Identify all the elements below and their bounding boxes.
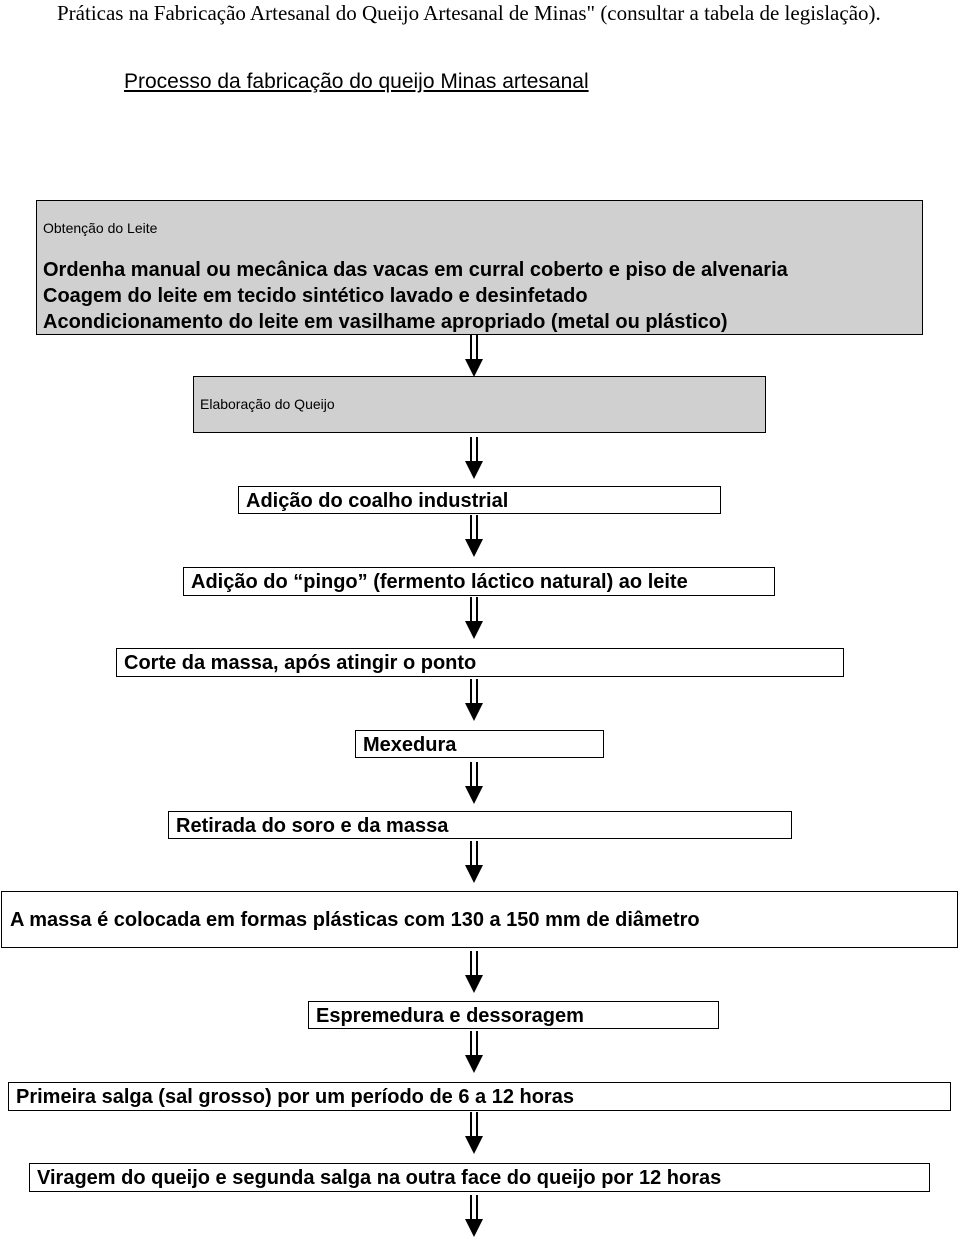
down-arrow-icon — [465, 1112, 483, 1154]
step-text-corte-massa: Corte da massa, após atingir o ponto — [124, 652, 477, 674]
step-box-adicao-pingo: Adição do “pingo” (fermento láctico natu… — [183, 567, 775, 596]
obtencao-label: Obtenção do Leite — [43, 220, 158, 236]
step-box-retirada-soro: Retirada do soro e da massa — [168, 811, 792, 839]
down-arrow-icon — [465, 335, 483, 377]
down-arrow-icon — [465, 841, 483, 883]
step-text-massa-formas: A massa é colocada em formas plásticas c… — [10, 909, 700, 931]
obtencao-line-1: Ordenha manual ou mecânica das vacas em … — [43, 259, 788, 281]
down-arrow-icon — [465, 951, 483, 993]
down-arrow-icon — [465, 597, 483, 639]
flowchart-title: Processo da fabricação do queijo Minas a… — [124, 70, 589, 93]
down-arrow-icon — [465, 515, 483, 557]
obtencao-line-3: Acondicionamento do leite em vasilhame a… — [43, 311, 728, 333]
down-arrow-icon — [465, 1195, 483, 1237]
step-text-viragem: Viragem do queijo e segunda salga na out… — [37, 1167, 722, 1189]
step-text-retirada-soro: Retirada do soro e da massa — [176, 815, 449, 837]
step-box-corte-massa: Corte da massa, após atingir o ponto — [116, 648, 844, 677]
step-box-adicao-coalho: Adição do coalho industrial — [238, 486, 721, 514]
step-text-adicao-pingo: Adição do “pingo” (fermento láctico natu… — [191, 571, 688, 593]
step-box-espremedura: Espremedura e dessoragem — [308, 1001, 719, 1029]
step-box-mexedura: Mexedura — [355, 730, 604, 758]
box-obtencao-do-leite: Obtenção do Leite Ordenha manual ou mecâ… — [36, 200, 923, 335]
box-elaboracao-do-queijo: Elaboração do Queijo — [193, 376, 766, 433]
obtencao-line-2: Coagem do leite em tecido sintético lava… — [43, 285, 588, 307]
down-arrow-icon — [465, 437, 483, 479]
intro-paragraph: Práticas na Fabricação Artesanal do Quei… — [57, 1, 881, 25]
elaboracao-label: Elaboração do Queijo — [200, 396, 335, 412]
step-box-primeira-salga: Primeira salga (sal grosso) por um perío… — [8, 1082, 951, 1111]
step-text-mexedura: Mexedura — [363, 734, 457, 756]
step-box-massa-formas: A massa é colocada em formas plásticas c… — [1, 891, 958, 948]
step-text-adicao-coalho: Adição do coalho industrial — [246, 490, 509, 512]
step-text-espremedura: Espremedura e dessoragem — [316, 1005, 584, 1027]
step-box-viragem: Viragem do queijo e segunda salga na out… — [29, 1163, 930, 1192]
down-arrow-icon — [465, 762, 483, 804]
down-arrow-icon — [465, 679, 483, 721]
step-text-primeira-salga: Primeira salga (sal grosso) por um perío… — [16, 1086, 574, 1108]
down-arrow-icon — [465, 1031, 483, 1073]
